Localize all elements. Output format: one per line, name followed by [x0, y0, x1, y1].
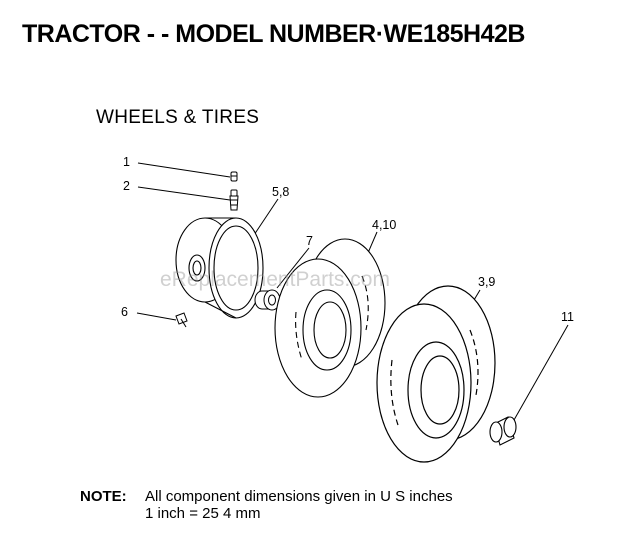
hub-cap-part — [489, 416, 517, 446]
leader-line-6 — [136, 312, 177, 321]
leader-line-11 — [513, 324, 569, 421]
note-line-2: 1 inch = 25 4 mm — [145, 505, 261, 522]
leader-line-1 — [137, 162, 231, 178]
callout-6: 6 — [121, 305, 128, 319]
callout-7: 7 — [306, 234, 313, 248]
dimension-note: NOTE: All component dimensions given in U… — [80, 488, 453, 522]
valve-stem-part — [229, 189, 239, 211]
callout-4-10: 4,10 — [372, 218, 396, 232]
note-label: NOTE: — [80, 488, 127, 505]
watermark: eReplacementParts.com — [160, 268, 390, 291]
note-line-1: All component dimensions given in U S in… — [145, 488, 453, 505]
rear-tire-part — [376, 285, 496, 463]
page-title: TRACTOR - - MODEL NUMBER·WE185H42B — [22, 20, 525, 48]
leader-line-5-8 — [251, 198, 279, 239]
callout-11: 11 — [561, 310, 574, 324]
section-title: WHEELS & TIRES — [96, 107, 260, 128]
callout-2: 2 — [123, 179, 130, 193]
front-tire-part — [274, 238, 386, 398]
callout-1: 1 — [123, 155, 130, 169]
callout-5-8: 5,8 — [272, 185, 289, 199]
bushing-part — [254, 289, 281, 311]
grease-fitting-part — [175, 312, 188, 328]
leader-line-2 — [137, 186, 231, 201]
callout-3-9: 3,9 — [478, 275, 495, 289]
valve-cap-part — [230, 171, 238, 182]
leader-line-7 — [276, 247, 310, 289]
wheel-rim-part — [175, 217, 264, 319]
